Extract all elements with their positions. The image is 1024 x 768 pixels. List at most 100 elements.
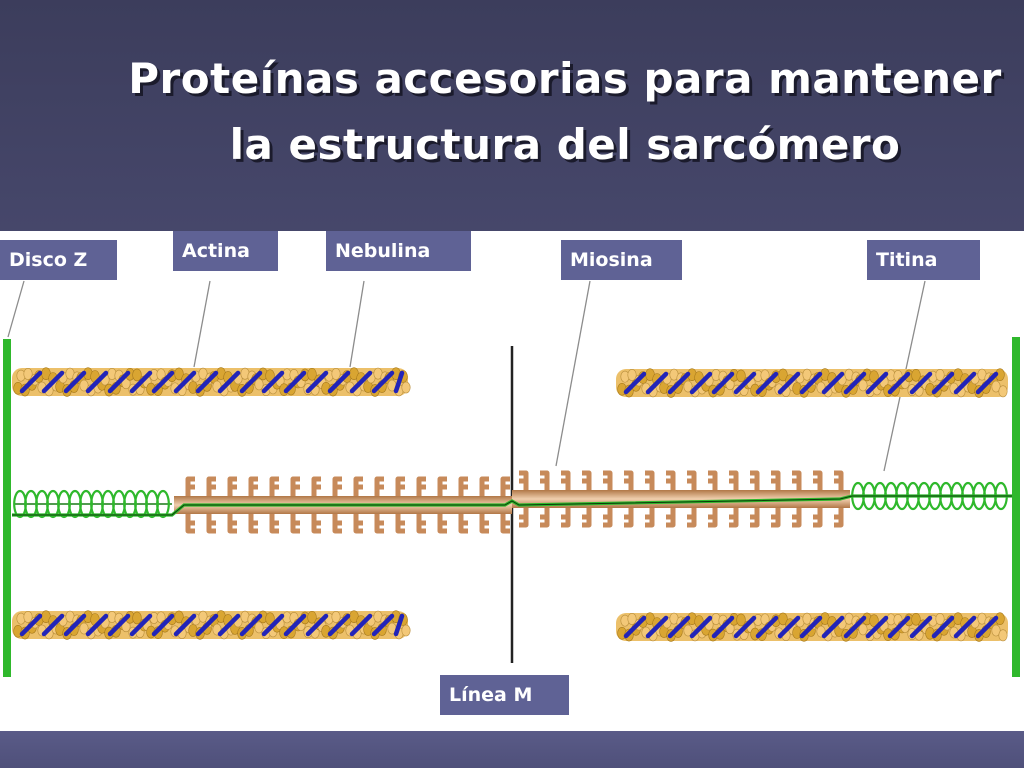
myosin-head bbox=[374, 476, 384, 488]
myosin-head bbox=[792, 516, 802, 528]
actin-monomer bbox=[79, 622, 89, 635]
actin-monomer bbox=[401, 381, 411, 394]
myosin-head bbox=[185, 476, 195, 488]
myosin-head bbox=[582, 478, 592, 490]
myosin-head bbox=[624, 508, 634, 520]
myosin-head bbox=[687, 478, 697, 490]
actin-monomer bbox=[401, 624, 411, 637]
myosin-head bbox=[792, 470, 802, 482]
actin-monomer bbox=[132, 611, 142, 625]
myosin-head bbox=[624, 470, 634, 482]
myosin-head bbox=[582, 516, 592, 528]
myosin-head bbox=[645, 478, 655, 490]
myosin-head bbox=[458, 484, 468, 496]
myosin-head bbox=[311, 476, 321, 488]
actin-monomer bbox=[683, 380, 693, 393]
myosin-head bbox=[540, 516, 550, 528]
actin-monomer bbox=[858, 379, 868, 392]
actin-monomer bbox=[174, 367, 184, 381]
actin-monomer bbox=[627, 613, 637, 625]
myosin-head bbox=[666, 508, 676, 520]
myosin-head bbox=[603, 470, 613, 482]
myosin-head bbox=[479, 522, 489, 534]
myosin-head bbox=[458, 476, 468, 488]
myosin-head bbox=[395, 484, 405, 496]
myosin-head bbox=[519, 516, 529, 528]
myosin-head bbox=[645, 470, 655, 482]
myosin-head bbox=[437, 476, 447, 488]
myosin-head bbox=[750, 516, 760, 528]
myosin-head bbox=[708, 516, 718, 528]
myosin-head bbox=[603, 508, 613, 520]
myosin-head bbox=[708, 478, 718, 490]
myosin-head bbox=[479, 484, 489, 496]
label-actina: Actina bbox=[173, 231, 278, 271]
myosin-head bbox=[353, 484, 363, 496]
myosin-head bbox=[479, 476, 489, 488]
actin-monomer bbox=[79, 379, 89, 392]
title-line-1: Proteínas accesorias para mantener bbox=[128, 54, 1002, 103]
myosin-head bbox=[332, 476, 342, 488]
myosin-head bbox=[311, 484, 321, 496]
actin-monomer bbox=[935, 613, 945, 625]
myosin-head bbox=[813, 516, 823, 528]
myosin-head bbox=[416, 476, 426, 488]
myosin-head bbox=[185, 484, 195, 496]
myosin-head bbox=[269, 514, 279, 526]
titin-loop bbox=[156, 489, 170, 519]
myosin-head bbox=[479, 514, 489, 526]
myosin-head bbox=[248, 514, 258, 526]
actin-monomer bbox=[869, 370, 879, 383]
myosin-head bbox=[834, 508, 844, 520]
actin-monomer bbox=[198, 610, 208, 623]
myosin-head bbox=[227, 476, 237, 488]
myosin-head bbox=[332, 484, 342, 496]
filament-group bbox=[12, 367, 1012, 642]
myosin-head bbox=[708, 470, 718, 482]
myosin-head bbox=[687, 508, 697, 520]
thin-filament-top-right bbox=[616, 368, 1008, 398]
myosin-head bbox=[519, 470, 529, 482]
myosin-head bbox=[416, 514, 426, 526]
actin-monomer bbox=[265, 369, 275, 382]
myosin-head bbox=[374, 514, 384, 526]
myosin-head bbox=[834, 470, 844, 482]
sarcomere-diagram bbox=[3, 280, 1020, 677]
myosin-head bbox=[311, 522, 321, 534]
myosin-head bbox=[437, 522, 447, 534]
thin-filament-top-left bbox=[12, 367, 411, 397]
z-disc-left bbox=[3, 339, 11, 677]
myosin-head bbox=[416, 522, 426, 534]
myosin-head bbox=[269, 484, 279, 496]
nebulin-strand bbox=[623, 371, 999, 395]
myosin-head bbox=[645, 516, 655, 528]
myosin-head bbox=[540, 470, 550, 482]
leader-disco-z bbox=[7, 280, 25, 338]
myosin-head bbox=[353, 522, 363, 534]
actin-monomer bbox=[23, 368, 33, 380]
actin-monomer bbox=[683, 624, 693, 637]
myosin-head bbox=[206, 514, 216, 526]
actin-monomer bbox=[23, 611, 33, 623]
leader-miosina bbox=[555, 280, 591, 467]
actin-monomer bbox=[869, 614, 879, 627]
thin-filament-bottom-right bbox=[616, 612, 1008, 642]
myosin-head bbox=[437, 484, 447, 496]
actin-monomer bbox=[736, 369, 746, 383]
myosin-head bbox=[624, 516, 634, 528]
myosin-head bbox=[666, 470, 676, 482]
myosin-head bbox=[540, 478, 550, 490]
myosin-head bbox=[813, 478, 823, 490]
nebulin-strand bbox=[19, 613, 405, 637]
myosin-head bbox=[603, 516, 613, 528]
myosin-head bbox=[332, 514, 342, 526]
footer-band bbox=[0, 731, 1024, 768]
myosin-head bbox=[206, 476, 216, 488]
myosin-head bbox=[561, 516, 571, 528]
label-nebulina: Nebulina bbox=[326, 231, 471, 271]
actin-monomer bbox=[331, 368, 341, 380]
actin-monomer bbox=[911, 369, 921, 382]
actin-monomer bbox=[802, 612, 812, 625]
myosin-head bbox=[792, 478, 802, 490]
myosin-head bbox=[729, 508, 739, 520]
